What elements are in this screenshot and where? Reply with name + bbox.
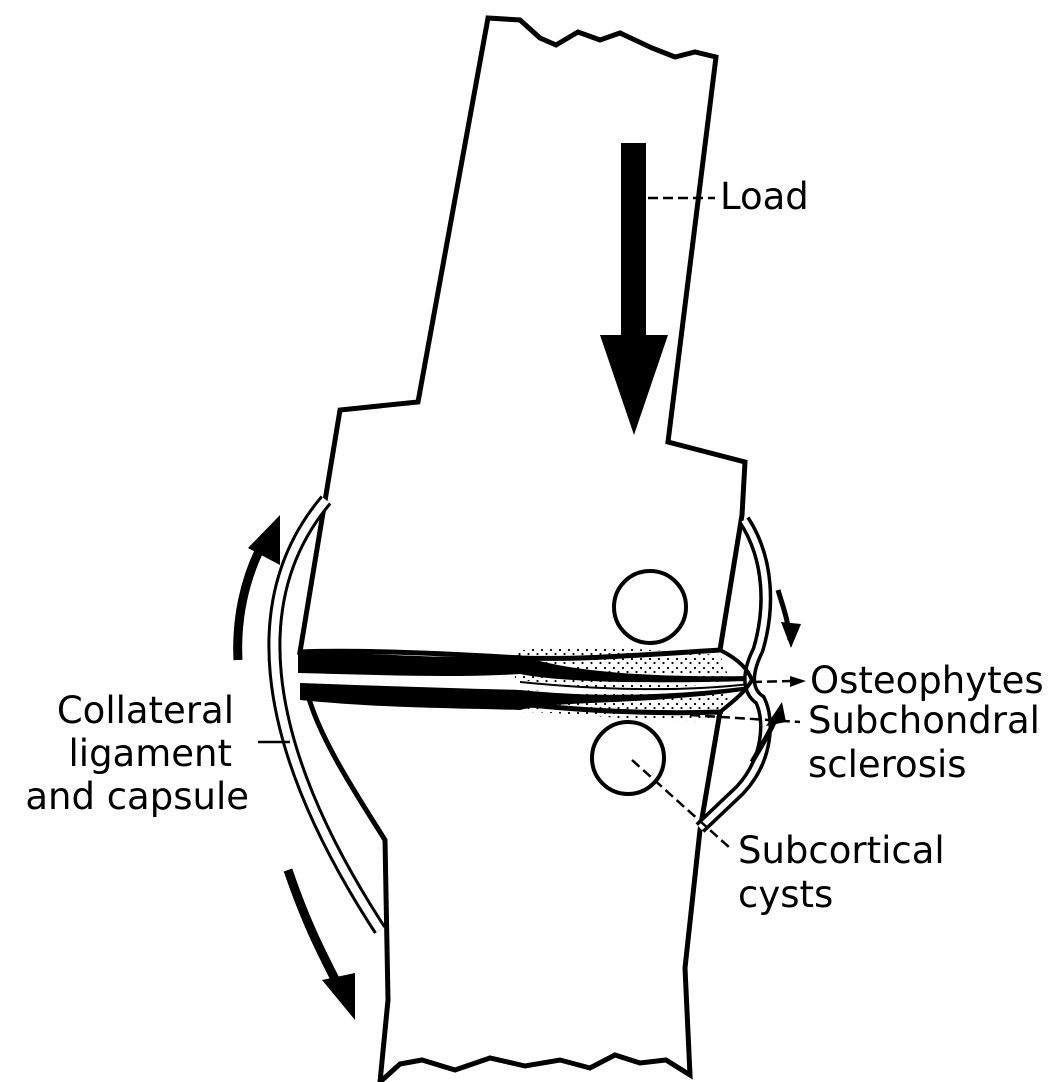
label-load: Load (720, 176, 809, 218)
label-subchondral-line1: Subchondral (808, 700, 1040, 742)
capsule-arrowhead-down (781, 622, 801, 648)
label-collateral-line1: Collateral (57, 690, 234, 732)
ligament-arrow-down (288, 870, 338, 985)
osteophytes-arrowhead (790, 676, 806, 687)
subcortical-cyst-lower (592, 722, 664, 794)
label-collateral-line2: ligament (69, 733, 232, 775)
label-collateral-line3: and capsule (25, 776, 249, 818)
subcortical-cyst-upper (614, 571, 686, 643)
label-subchondral-line2: sclerosis (808, 744, 967, 786)
label-subcortical-line2: cysts (738, 874, 833, 916)
label-subcortical-line1: Subcortical (738, 830, 945, 872)
ligament-arrowhead-down (322, 973, 355, 1020)
ligament-arrow-up (238, 545, 262, 660)
label-osteophytes: Osteophytes (810, 660, 1044, 702)
osteophytes-leader (752, 681, 792, 682)
femur-bone (300, 18, 745, 658)
